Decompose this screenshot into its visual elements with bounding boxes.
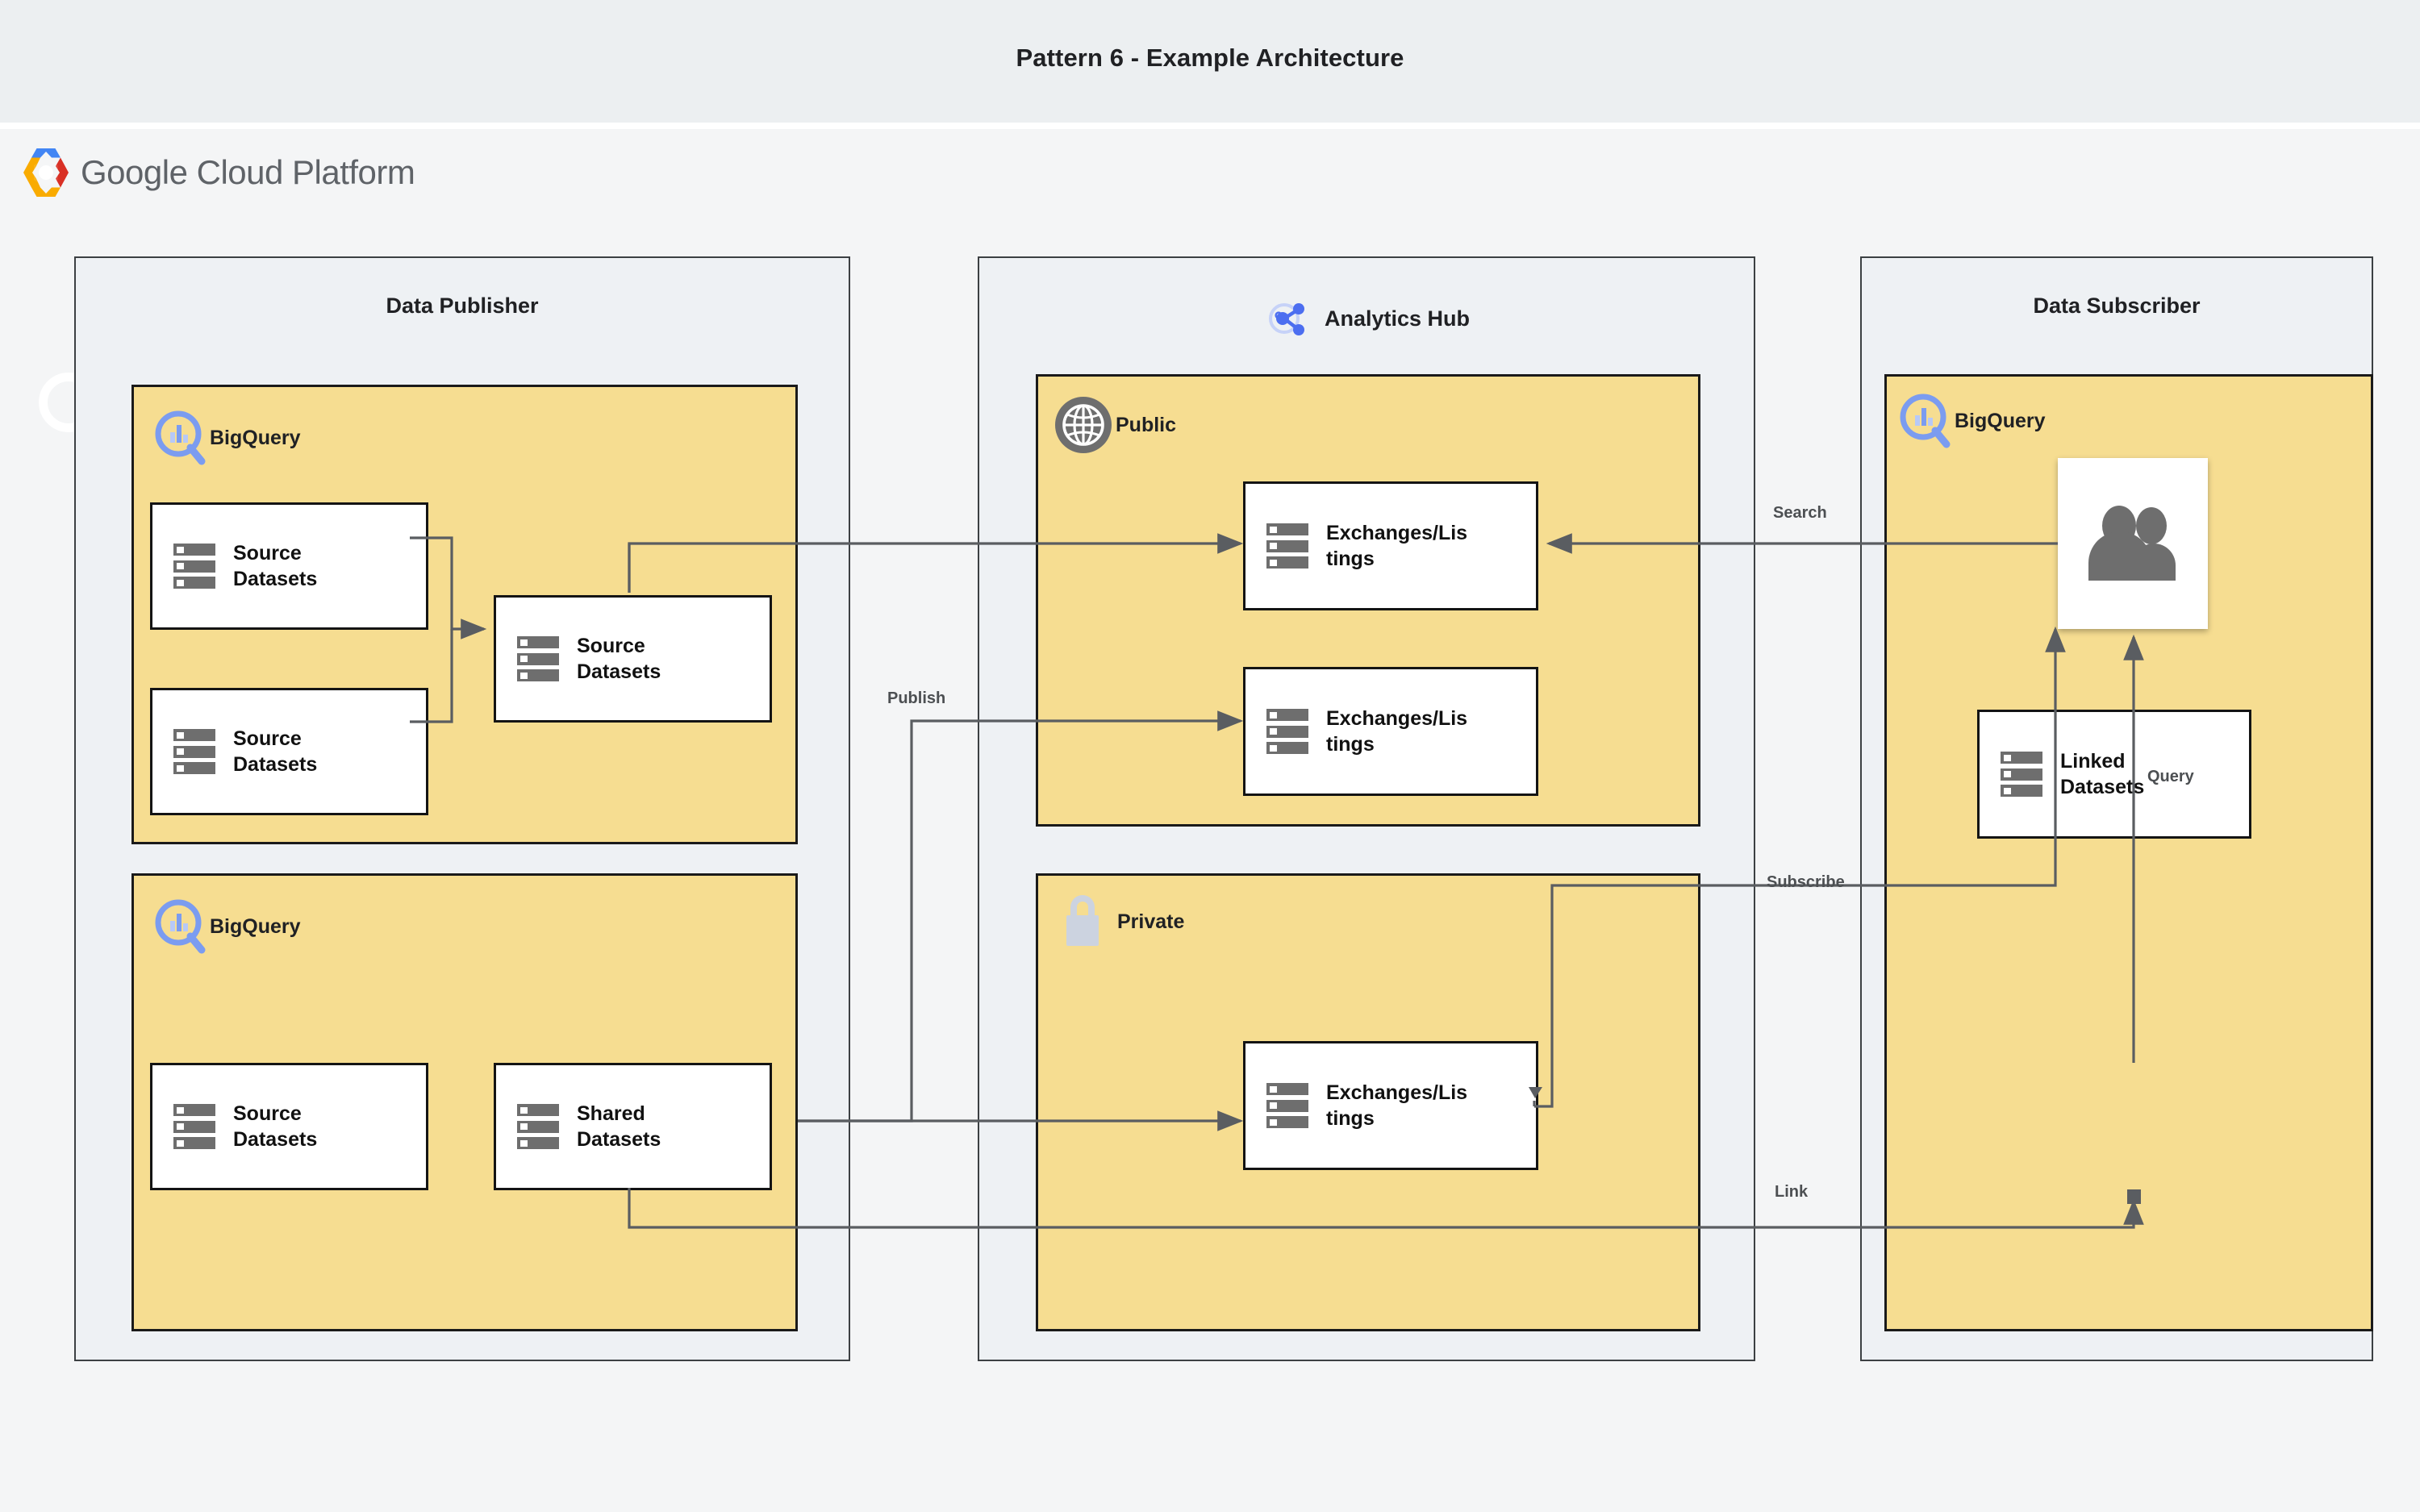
node-pub-source-2[interactable]: Source Datasets	[150, 688, 428, 815]
node-hub-listing-3[interactable]: Exchanges/Lis tings	[1243, 1041, 1538, 1170]
node-line-2: tings	[1326, 548, 1375, 570]
dataset-icon	[2001, 752, 2042, 797]
node-sub-users[interactable]	[2058, 458, 2208, 629]
node-label-hub-listing-2: Exchanges/Lis tings	[1326, 706, 1487, 757]
edge-label-link: Link	[1775, 1183, 1809, 1201]
node-label-pub-source-merged: Source Datasets	[577, 633, 698, 685]
group-label-private: Private	[1056, 889, 1184, 955]
group-label-bigquery-bottom: BigQuery	[152, 897, 301, 956]
node-line-1: Source	[233, 542, 302, 564]
globe-icon	[1055, 397, 1112, 453]
node-line-2: Datasets	[233, 753, 318, 776]
zone-title-text: Analytics Hub	[1324, 306, 1471, 331]
gcp-hexagon-icon	[23, 148, 69, 197]
bigquery-icon	[155, 899, 206, 954]
group-label-bigquery-sub: BigQuery	[1896, 391, 2046, 451]
edge-label-query: Query	[2147, 768, 2194, 785]
node-sub-linked[interactable]: Linked Datasets	[1977, 710, 2251, 839]
node-line-2: Datasets	[577, 1128, 661, 1151]
gcp-word-google: Google	[81, 153, 188, 191]
node-line-2: Datasets	[577, 660, 661, 683]
group-label-text: BigQuery	[210, 914, 301, 938]
dataset-icon	[517, 636, 559, 681]
gcp-logo: Google Cloud Platform	[23, 147, 415, 198]
group-label-text: Public	[1116, 413, 1177, 436]
dataset-icon	[173, 544, 215, 589]
dataset-icon	[1266, 1083, 1308, 1128]
dataset-icon	[173, 1104, 215, 1149]
node-line-1: Exchanges/Lis	[1326, 1081, 1468, 1104]
edge-label-search: Search	[1773, 504, 1827, 522]
edge-label-publish: Publish	[887, 689, 946, 707]
group-label-public: Public	[1053, 394, 1176, 456]
lock-icon	[1066, 895, 1099, 946]
node-hub-listing-1[interactable]: Exchanges/Lis tings	[1243, 481, 1538, 610]
zone-title-analytics-hub: Analytics Hub	[979, 294, 1754, 344]
zone-title-data-publisher: Data Publisher	[386, 294, 539, 318]
node-pub-shared[interactable]: Shared Datasets	[494, 1063, 772, 1190]
gcp-wordmark: Google Cloud Platform	[81, 153, 415, 192]
node-label-hub-listing-3: Exchanges/Lis tings	[1326, 1080, 1487, 1131]
node-pub-source-merged[interactable]: Source Datasets	[494, 595, 772, 723]
dataset-icon	[517, 1104, 559, 1149]
node-label-pub-source-2: Source Datasets	[233, 726, 354, 777]
node-label-sub-linked: Linked Datasets	[2060, 748, 2181, 800]
node-line-2: tings	[1326, 733, 1375, 756]
share-network-icon	[1268, 303, 1304, 335]
group-hub-public: Public Exchanges/Lis tings Exchanges/Lis…	[1036, 374, 1700, 827]
group-label-text: BigQuery	[210, 426, 301, 449]
bigquery-icon	[1900, 394, 1951, 448]
group-label-text: Private	[1117, 910, 1185, 933]
node-line-1: Exchanges/Lis	[1326, 707, 1468, 730]
node-line-1: Exchanges/Lis	[1326, 522, 1468, 544]
node-line-2: Datasets	[233, 568, 318, 590]
group-label-bigquery-top: BigQuery	[152, 408, 301, 468]
node-line-1: Linked	[2060, 750, 2126, 773]
node-line-1: Source	[233, 1102, 302, 1125]
node-label-hub-listing-1: Exchanges/Lis tings	[1326, 520, 1487, 572]
node-pub-source-1[interactable]: Source Datasets	[150, 502, 428, 630]
group-publisher-bigquery-top: BigQuery Source Datasets Source Datasets	[131, 385, 798, 844]
title-band	[0, 0, 2420, 123]
node-pub-source-3[interactable]: Source Datasets	[150, 1063, 428, 1190]
gcp-word-cloudplatform: Cloud Platform	[196, 153, 415, 191]
group-label-text: BigQuery	[1955, 409, 2046, 432]
band-divider	[0, 123, 2420, 129]
bigquery-icon	[155, 410, 206, 465]
node-hub-listing-2[interactable]: Exchanges/Lis tings	[1243, 667, 1538, 796]
node-line-2: Datasets	[233, 1128, 318, 1151]
node-line-2: tings	[1326, 1107, 1375, 1130]
dataset-icon	[1266, 523, 1308, 569]
node-label-pub-source-1: Source Datasets	[233, 540, 354, 592]
edge-label-subscribe: Subscribe	[1767, 873, 1845, 891]
dataset-icon	[1266, 709, 1308, 754]
users-icon	[2088, 506, 2176, 581]
group-hub-private: Private Exchanges/Lis tings	[1036, 873, 1700, 1331]
group-publisher-bigquery-bottom: BigQuery Source Datasets Shared Datasets	[131, 873, 798, 1331]
dataset-icon	[173, 729, 215, 774]
node-line-1: Shared	[577, 1102, 645, 1125]
zone-title-data-subscriber: Data Subscriber	[2033, 294, 2201, 318]
node-label-pub-source-3: Source Datasets	[233, 1101, 354, 1152]
node-line-1: Source	[577, 635, 645, 657]
node-line-1: Source	[233, 727, 302, 750]
node-line-2: Datasets	[2060, 776, 2145, 798]
node-label-pub-shared: Shared Datasets	[577, 1101, 698, 1152]
page-title: Pattern 6 - Example Architecture	[1016, 44, 1404, 72]
